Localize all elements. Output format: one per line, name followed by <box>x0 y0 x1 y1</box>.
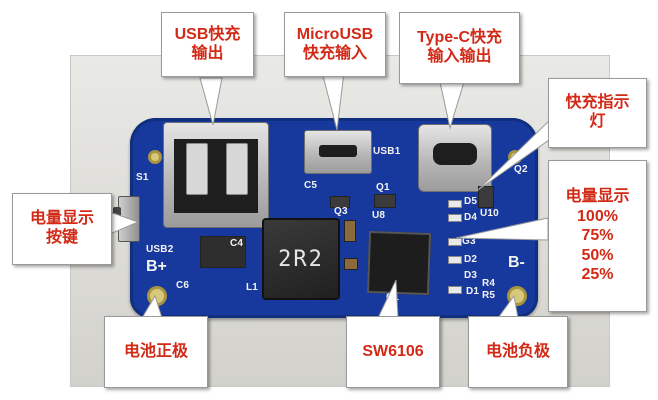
silk-c6: C6 <box>176 280 190 291</box>
callout-micro-usb-input: MicroUSB 快充输入 <box>284 12 386 77</box>
pointer-chip <box>377 279 399 319</box>
usb-a-port <box>163 122 269 228</box>
callout-typec-line1: Type-C快充 <box>416 29 503 47</box>
callout-micro-line2: 快充输入 <box>302 44 367 62</box>
callout-battery-negative: 电池负极 <box>468 316 568 388</box>
silk-d1: D1 <box>466 286 480 297</box>
silk-u8: U8 <box>372 210 386 221</box>
component-u10 <box>478 186 494 208</box>
silk-r4: R4 <box>482 278 496 289</box>
callout-level-100: 100% <box>577 207 618 225</box>
led-d3 <box>448 238 462 246</box>
silk-q2: Q2 <box>514 164 528 175</box>
callout-usb-line2: 输出 <box>191 44 224 62</box>
silk-d3: D3 <box>464 270 478 281</box>
component-q3 <box>330 196 350 208</box>
callout-led-line2: 灯 <box>589 113 606 130</box>
component-q1 <box>374 194 396 208</box>
component-c6 <box>344 258 358 270</box>
pointer-display-button <box>109 211 140 235</box>
callout-led-line1: 快充指示 <box>565 94 630 112</box>
silk-b-plus: B+ <box>146 258 167 275</box>
silk-q1: Q1 <box>376 182 390 193</box>
pointer-usb-fast <box>199 77 223 126</box>
callout-battery-positive: 电池正极 <box>104 316 208 388</box>
callout-level-25: 25% <box>581 266 614 284</box>
led-d1 <box>448 286 462 294</box>
pointer-micro-usb <box>321 71 345 131</box>
callout-typec-line2: 输入输出 <box>427 48 492 65</box>
callout-battery-level-display: 电量显示 100% 75% 50% 25% <box>548 160 647 312</box>
type-c-port <box>418 124 492 192</box>
callout-button-line1: 电量显示 <box>29 210 94 228</box>
led-d2 <box>448 256 462 264</box>
component-r-array <box>200 236 246 268</box>
silk-d4: D4 <box>464 212 478 223</box>
silk-b-minus: B- <box>508 254 525 271</box>
silk-usb1: USB1 <box>373 146 401 157</box>
callout-plus-text: 电池正极 <box>123 342 188 360</box>
callout-sw6106: SW6106 <box>346 316 440 388</box>
micro-usb-port <box>304 130 372 174</box>
component-c2 <box>344 220 356 242</box>
silk-d5: D5 <box>464 196 478 207</box>
silk-r5: R5 <box>482 290 496 301</box>
callout-minus-text: 电池负极 <box>485 342 550 360</box>
callout-level-title: 电量显示 <box>565 188 630 206</box>
silk-c4: C4 <box>230 238 244 249</box>
mount-hole-left <box>148 150 162 164</box>
callout-micro-line1: MicroUSB <box>296 25 374 43</box>
silk-g3: G3 <box>462 236 476 247</box>
pointer-battery-display <box>455 217 549 241</box>
callout-level-50: 50% <box>581 246 614 264</box>
callout-usb-fast-charge-output: USB快充 输出 <box>161 12 254 77</box>
callout-level-75: 75% <box>581 227 614 245</box>
silk-q3: Q3 <box>334 206 348 217</box>
silk-l1: L1 <box>246 282 259 293</box>
callout-button-line2: 按键 <box>45 229 78 246</box>
led-d5 <box>448 200 462 208</box>
silk-u10: U10 <box>480 208 499 219</box>
led-d4 <box>448 214 462 222</box>
inductor: 2R2 <box>262 218 340 300</box>
pointer-battery-minus <box>497 294 519 319</box>
callout-display-button: 电量显示 按键 <box>12 193 112 265</box>
silk-s1: S1 <box>136 172 149 183</box>
silk-c5: C5 <box>304 180 318 191</box>
callout-chip-text: SW6106 <box>362 342 424 360</box>
callout-type-c-io: Type-C快充 输入输出 <box>399 12 520 84</box>
pointer-battery-plus <box>141 294 163 319</box>
callout-fast-charge-led: 快充指示 灯 <box>548 78 647 148</box>
silk-usb2: USB2 <box>146 244 174 255</box>
callout-usb-line1: USB快充 <box>174 25 241 43</box>
silk-d2: D2 <box>464 254 478 265</box>
pointer-type-c <box>439 81 465 130</box>
